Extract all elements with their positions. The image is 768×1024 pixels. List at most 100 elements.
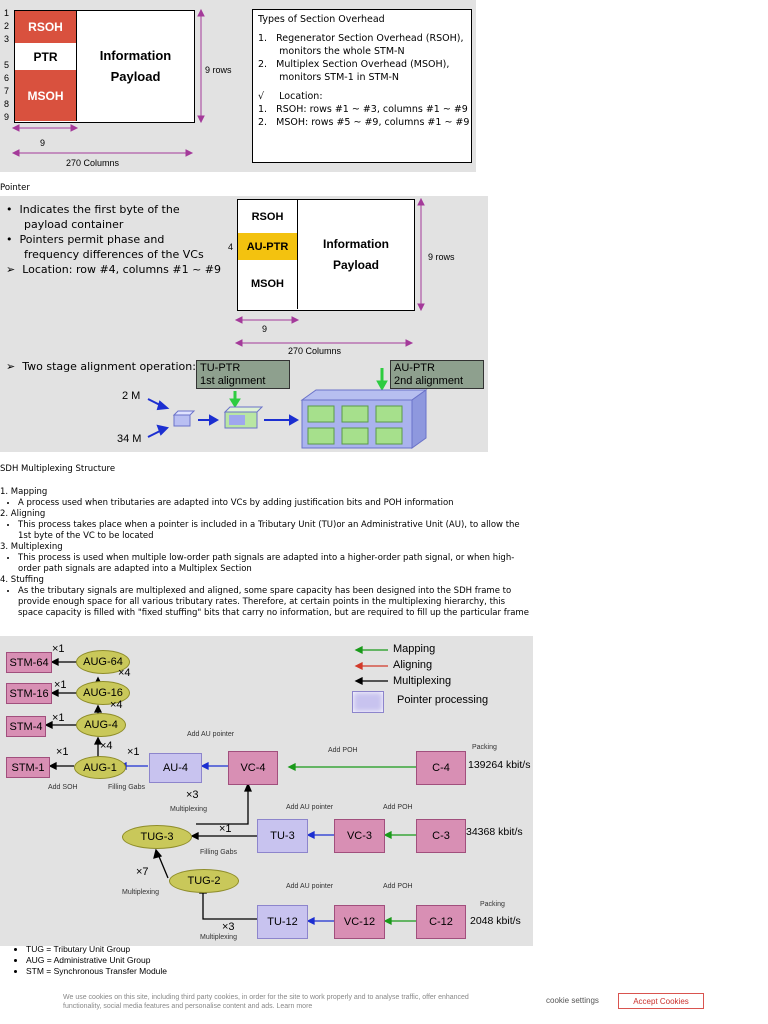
tu-ptr-box: TU-PTR 1st alignment [196,360,290,389]
legend-pointer-processing: Pointer processing [397,694,489,706]
nine-rows-label: 9 rows [428,252,455,262]
multiplier: ×3 [222,921,235,933]
arrow-bullet-icon: ➢ [6,360,16,373]
dimension-lines [147,197,428,449]
multiplier: ×1 [56,746,69,758]
multiplier: ×7 [136,866,149,878]
bullet-text: payload container [24,218,124,231]
legend-aligning: Aligning [393,659,433,671]
info-line: 2. MSOH: rows #5 ~ #9, columns #1 ~ #9 [258,117,470,128]
vc-3-box: VC-3 [334,819,385,853]
bullet-text: Pointers permit phase and [19,233,165,246]
info-line: monitors the whole STM-N [258,46,405,57]
aug-4-oval: AUG-4 [76,713,126,737]
annotation: Multiplexing [200,934,237,941]
cookie-notice-text: We use cookies on this site, including t… [63,994,469,1010]
c-12-box: C-12 [416,905,466,939]
steps-list: 1. Mapping A process used when tributari… [0,487,532,619]
stm-4-box: STM-4 [6,716,46,737]
rate-label: 139264 kbit/s [468,759,531,771]
glossary-item: AUG = Administrative Unit Group [26,955,167,966]
aug-1-oval: AUG-1 [74,756,126,779]
step-body: A process used when tributaries are adap… [0,498,532,509]
info-line: 1. RSOH: rows #1 ~ #3, columns #1 ~ #9 [258,104,468,115]
bullet-text: frequency differences of the VCs [24,248,204,261]
ptr-block: PTR [15,43,76,70]
row-number: 1 [4,8,10,18]
multiplier: ×1 [52,643,65,655]
tug-2-oval: TUG-2 [169,869,239,893]
sdh-heading: SDH Multiplexing Structure [0,464,116,474]
au-ptr-block: AU-PTR [238,233,297,260]
bullet: • Indicates the first byte of the [6,203,180,216]
c-3-box: C-3 [416,819,466,853]
row-number: 3 [4,34,10,44]
nine-rows-label: 9 rows [205,65,232,75]
vc-12-box: VC-12 [334,905,385,939]
glossary-item: TUG = Tributary Unit Group [26,944,167,955]
row4-label: 4 [228,242,234,252]
rsoh-block: RSOH [15,11,76,43]
step-text: A process used when tributaries are adap… [18,498,532,509]
annotation: Add AU pointer [286,804,334,811]
cookie-settings-link[interactable]: cookie settings [546,996,599,1005]
vc-4-box: VC-4 [228,751,278,785]
multiplier: ×1 [54,679,67,691]
annotation: Add POH [328,747,358,754]
annotation: Add AU pointer [286,883,334,890]
bullet: • Pointers permit phase and [6,233,165,246]
bullet: ➢ Location: row #4, columns #1 ~ #9 [6,262,231,277]
two-stage-label: ➢ Two stage alignment operation: [6,360,196,373]
payload-block: Information Payload [297,200,414,309]
multiplier: ×1 [127,746,140,758]
annotation: Filling Gabs [200,849,237,856]
section-overhead-figure: 1 2 3 5 6 7 8 9 RSOH PTR MSOH Informatio… [0,0,476,172]
annotation: Multiplexing [122,889,159,896]
row-number: 9 [4,112,10,122]
stm-64-box: STM-64 [6,652,52,673]
annotation: Add AU pointer [187,731,235,738]
payload-label: Payload [110,69,161,84]
tu-3-box: TU-3 [257,819,308,853]
step-title: 2. Aligning [0,509,46,519]
multiplexing-structure-figure: STM-64 STM-16 STM-4 STM-1 AUG-64 AUG-16 … [0,636,533,946]
34m-label: 34 M [117,433,142,445]
columns-label: 270 Columns [66,158,120,168]
payload-label: Information [99,48,172,63]
au-ptr-sub: 2nd alignment [394,375,464,387]
stm-16-box: STM-16 [6,683,52,704]
tu-12-box: TU-12 [257,905,308,939]
annotation: Multiplexing [170,806,207,813]
payload-label: Payload [332,257,380,272]
bullet-text: Location: row #4, columns #1 ~ #9 [22,263,222,276]
overhead-info-box: Types of Section Overhead 1. Regenerator… [252,9,472,163]
aug-16-oval: AUG-16 [76,681,130,705]
row-number: 8 [4,99,10,109]
tug-3-oval: TUG-3 [122,825,192,849]
step-text: This process takes place when a pointer … [18,520,532,542]
arrow-bullet-icon: ➢ [6,263,16,276]
c-4-box: C-4 [416,751,466,785]
accept-cookies-button[interactable]: Accept Cookies [618,993,704,1009]
annotation: Packing [480,901,505,908]
multiplier: ×1 [219,823,232,835]
multiplier: ×4 [118,667,131,679]
payload-block: Information Payload [76,11,194,121]
row-numbers: 1 2 3 5 6 7 8 9 [4,7,14,124]
info-line: √ Location: [258,91,323,102]
aug-64-oval: AUG-64 [76,650,130,674]
payload-label: Information [323,236,389,251]
stm-1-box: STM-1 [6,757,50,778]
au-ptr-label: AU-PTR [394,362,435,374]
step-title: 4. Stuffing [0,575,44,585]
info-line: monitors STM-1 in STM-N [258,72,400,83]
row-number: 6 [4,73,10,83]
annotation: Add POH [383,883,413,890]
multiplier: ×4 [110,699,123,711]
step-title: 3. Multiplexing [0,542,63,552]
dimension-lines [11,8,205,157]
info-line: 2. Multiplex Section Overhead (MSOH), [258,59,450,70]
row-number: 5 [4,60,10,70]
two-stage-text: Two stage alignment operation: [22,360,196,373]
au-4-box: AU-4 [149,753,202,783]
